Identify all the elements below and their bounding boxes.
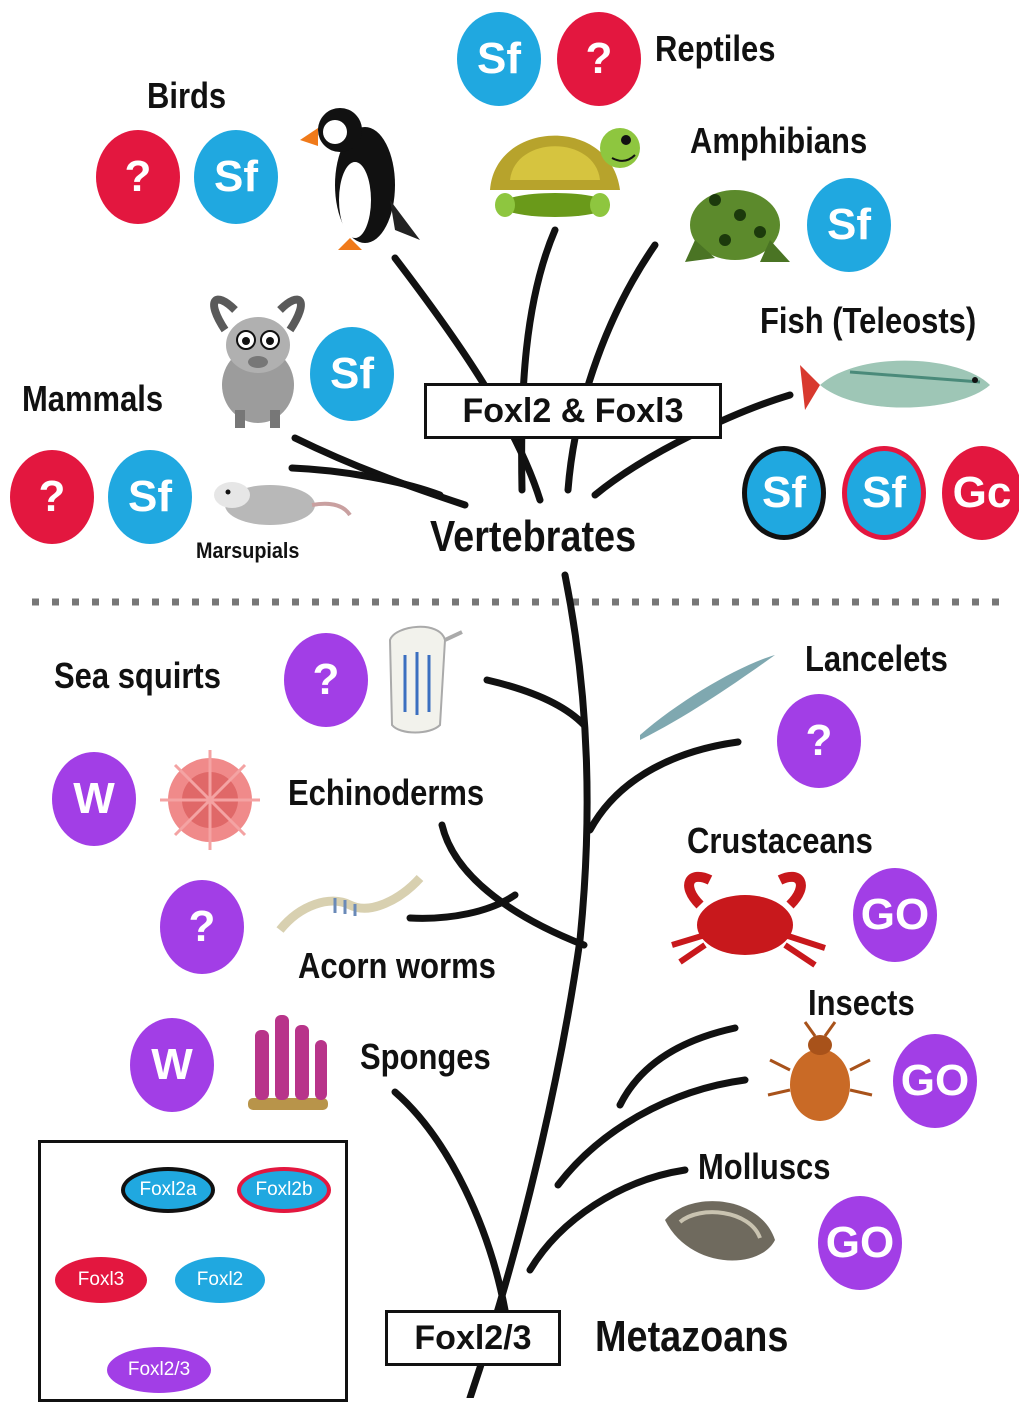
- label-crustaceans: Crustaceans: [687, 820, 873, 862]
- legend-foxl3: Foxl3: [55, 1257, 147, 1303]
- gene-box-foxl23: Foxl2/3: [385, 1310, 561, 1366]
- badge-acorn-worms-unknown: ?: [160, 880, 244, 974]
- turtle-icon: [490, 128, 640, 217]
- badge-birds-sf: Sf: [194, 130, 278, 224]
- label-sponges: Sponges: [360, 1036, 491, 1078]
- lancelet-icon: [640, 655, 775, 740]
- badge-fish-sf-foxl2b: Sf: [842, 446, 926, 540]
- lancelets-branch: [590, 742, 738, 830]
- puffin-icon: [300, 108, 420, 250]
- fish-icon: [800, 361, 990, 410]
- badge-birds-unknown: ?: [96, 130, 180, 224]
- label-sea-squirts: Sea squirts: [54, 655, 221, 697]
- label-acorn-worms: Acorn worms: [298, 945, 496, 987]
- crustaceans-branch: [620, 1028, 735, 1105]
- sea-urchin-icon: [160, 750, 260, 850]
- badge-reptiles-unknown: ?: [557, 12, 641, 106]
- oyster-icon: [665, 1201, 775, 1260]
- legend-foxl23: Foxl2/3: [107, 1347, 211, 1393]
- badge-molluscs-go: GO: [818, 1196, 902, 1290]
- reptiles-branch: [522, 230, 555, 490]
- gene-box-foxl2-foxl3: Foxl2 & Foxl3: [424, 383, 722, 439]
- label-amphibians: Amphibians: [690, 120, 867, 162]
- legend-foxl2b: Foxl2b: [237, 1167, 331, 1213]
- label-metazoans: Metazoans: [595, 1312, 788, 1362]
- badge-sponges-w: W: [130, 1018, 214, 1112]
- label-reptiles: Reptiles: [655, 28, 775, 70]
- badge-marsupials-unknown: ?: [10, 450, 94, 544]
- acorn-worm-icon: [280, 878, 420, 930]
- badge-reptiles-sf: Sf: [457, 12, 541, 106]
- label-molluscs: Molluscs: [698, 1146, 830, 1188]
- sea-squirt-icon: [390, 627, 462, 733]
- badge-amphibians-sf: Sf: [807, 178, 891, 272]
- legend-foxl2: Foxl2: [175, 1257, 265, 1303]
- molluscs-branch: [530, 1170, 685, 1270]
- sea-squirts-branch: [487, 680, 584, 725]
- label-mammals: Mammals: [22, 378, 163, 420]
- label-lancelets: Lancelets: [805, 638, 948, 680]
- sponges-branch: [395, 1092, 505, 1310]
- legend-foxl2a: Foxl2a: [121, 1167, 215, 1213]
- label-birds: Birds: [147, 75, 226, 117]
- amphibians-branch: [568, 245, 655, 490]
- gene-box-foxl23-text: Foxl2/3: [414, 1319, 531, 1358]
- badge-lancelets-unknown: ?: [777, 694, 861, 788]
- label-echinoderms: Echinoderms: [288, 772, 484, 814]
- badge-fish-sf-foxl2a: Sf: [742, 446, 826, 540]
- bedbug-icon: [768, 1022, 872, 1121]
- crab-icon: [672, 877, 825, 965]
- badge-marsupials-sf: Sf: [108, 450, 192, 544]
- badge-echinoderms-w: W: [52, 752, 136, 846]
- badge-crustaceans-go: GO: [853, 868, 937, 962]
- frog-icon: [685, 190, 790, 262]
- badge-insects-go: GO: [893, 1034, 977, 1128]
- badge-mammals-sf: Sf: [310, 327, 394, 421]
- opossum-icon: [214, 482, 350, 525]
- sponge-icon: [248, 1015, 328, 1110]
- label-vertebrates: Vertebrates: [430, 512, 636, 562]
- badge-fish-gc: Gc: [942, 446, 1019, 540]
- badge-sea-squirts-unknown: ?: [284, 633, 368, 727]
- legend-box: Foxl2a Foxl2b Foxl3 Foxl2 Foxl2/3: [38, 1140, 348, 1402]
- label-marsupials: Marsupials: [196, 538, 299, 564]
- goat-icon: [214, 300, 301, 428]
- label-insects: Insects: [808, 982, 915, 1024]
- echinoderms-branch: [442, 825, 584, 945]
- label-fish: Fish (Teleosts): [760, 300, 976, 342]
- gene-box-foxl2-foxl3-text: Foxl2 & Foxl3: [462, 392, 683, 431]
